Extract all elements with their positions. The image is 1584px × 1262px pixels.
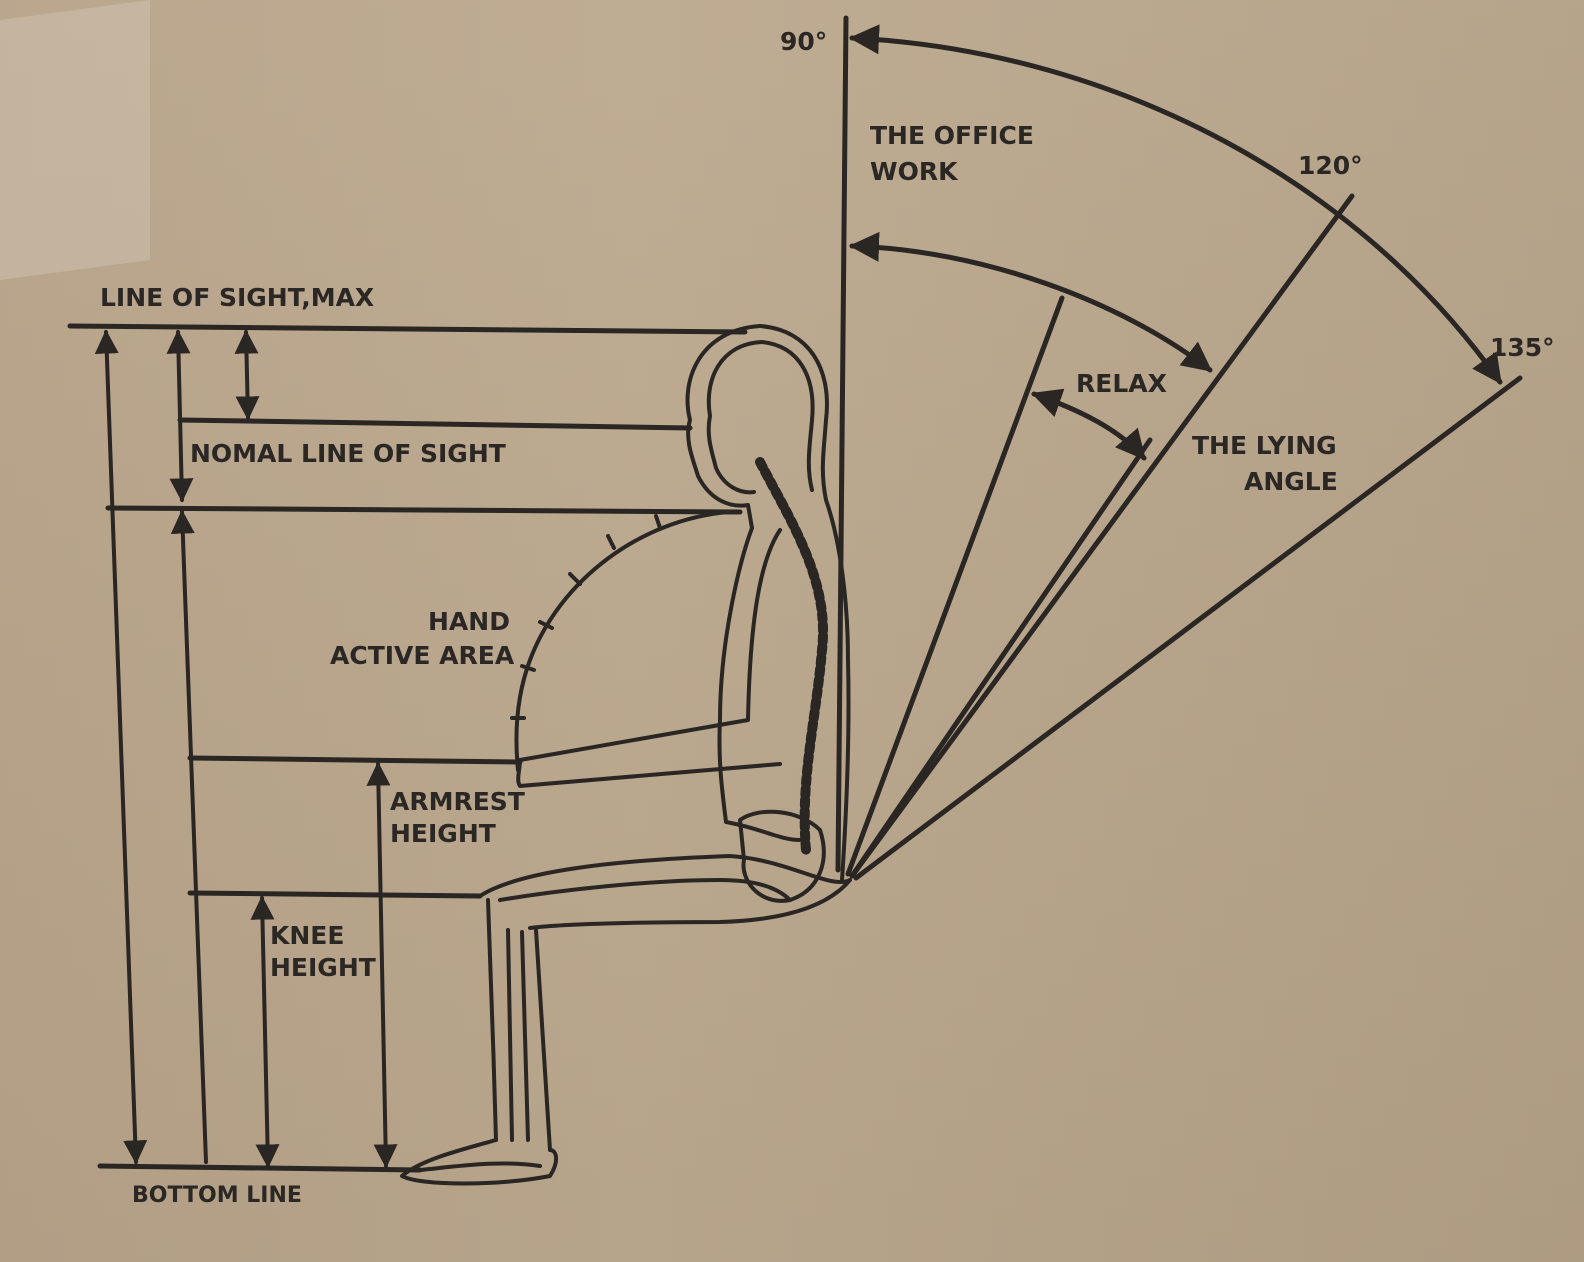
armrest-height-label-2: HEIGHT [390,819,496,848]
office-work-arc [849,231,1213,373]
upright-90-line [835,15,849,873]
line-135 [853,375,1523,881]
lying-angle-label-1: THE LYING [1192,431,1337,460]
lower-leg [486,898,552,1152]
foot [400,1138,558,1186]
spine [755,457,828,855]
total-height-arrow [94,329,148,1165]
knee-height-arrow [250,895,280,1169]
angle-90-label: 90° [780,27,827,56]
line-of-sight-max-line [67,323,748,335]
armrest-height-label-1: ARMREST [390,787,525,816]
angle-120-label: 120° [1298,151,1363,180]
outer-arc [849,24,1503,385]
angle-135-label: 135° [1490,333,1555,362]
dimension-arrows [94,329,398,1169]
hand-active-area-label-1: HAND [428,607,510,636]
angle-arcs [849,24,1503,461]
knee-height-label-2: HEIGHT [270,953,376,982]
office-work-label-1: THE OFFICE [870,121,1034,150]
knee-line [187,890,483,899]
tape-reflection [0,0,150,280]
lying-angle-label-2: ANGLE [1244,467,1338,496]
human-figure [400,324,852,1186]
hand-active-area-arc [510,510,730,772]
seated-shoulder-arrow [170,509,208,1164]
relax-label: RELAX [1076,369,1167,398]
knee-height-label-1: KNEE [270,921,344,950]
armrest-height-arrow [366,761,398,1169]
bottom-line [97,1163,423,1173]
line-120 [849,193,1355,879]
torso-outline [717,526,802,842]
line-of-sight-max-label: LINE OF SIGHT,MAX [100,283,374,312]
bottom-line-label: BOTTOM LINE [132,1183,302,1208]
hand-active-area-label-2: ACTIVE AREA [330,641,515,670]
sight-offset-arrow [234,329,260,421]
relax-arc [1031,388,1147,461]
normal-line-of-sight-label: NOMAL LINE OF SIGHT [190,439,506,468]
head-outline [685,324,762,530]
pelvis [738,809,826,903]
relax-line-b [849,437,1153,879]
sight-range-arrow [166,329,194,503]
relax-line-a [845,295,1065,877]
shoulder-line [105,505,743,515]
normal-line-of-sight-line [177,417,693,431]
recline-lines [835,15,1523,881]
arm-outline [516,758,782,788]
armrest-line [187,755,523,765]
labels: LINE OF SIGHT,MAX NOMAL LINE OF SIGHT HA… [100,27,1555,1208]
office-work-label-2: WORK [870,157,959,186]
seat-outline [478,854,852,930]
